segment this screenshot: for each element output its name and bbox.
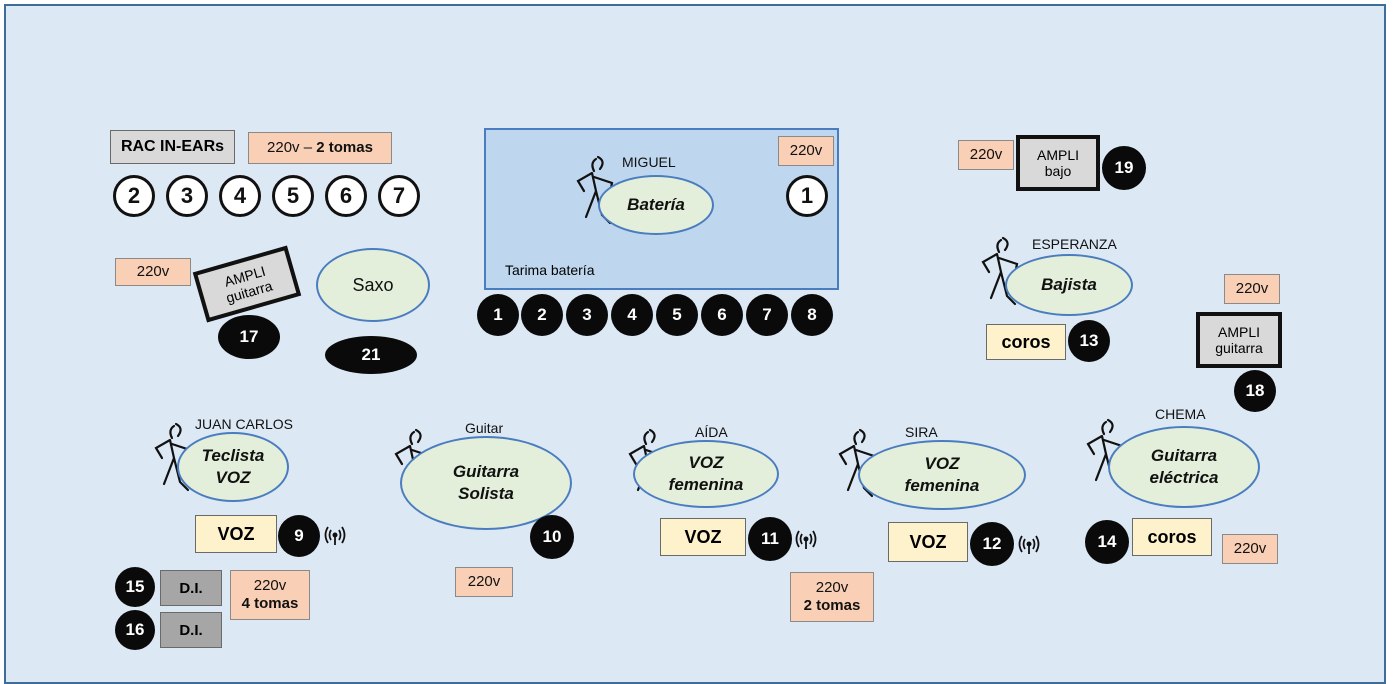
lead-guitar-role-line2: Solista <box>458 484 514 503</box>
lead-guitar-role: Guitarra Solista <box>400 436 572 530</box>
keys-voz-channel: 9 <box>278 515 320 557</box>
drum-channel-5: 5 <box>656 294 698 336</box>
bassist-role-text: Bajista <box>1041 275 1097 294</box>
drum-channel-2: 2 <box>521 294 563 336</box>
drum-channel-4: 4 <box>611 294 653 336</box>
sira-role: VOZ femenina <box>858 440 1026 510</box>
drum-channel-8: 8 <box>791 294 833 336</box>
bass-amp-power-tag: 220v <box>958 140 1014 170</box>
guitar-amp-right-line1: AMPLI <box>1217 324 1260 340</box>
chema-role-line2: eléctrica <box>1149 468 1219 487</box>
power-2-tomas-line1: 220v <box>815 579 849 596</box>
bassist-name: ESPERANZA <box>1032 236 1117 252</box>
rack-power-bold: 2 tomas <box>316 139 373 156</box>
person-figure-icon <box>1086 418 1124 488</box>
di-power-line1: 220v <box>253 577 287 594</box>
drum-channel-7: 7 <box>746 294 788 336</box>
sira-role-line2: femenina <box>904 476 980 495</box>
bass-amp-line2: bajo <box>1044 163 1072 179</box>
lead-guitar-role-line1: Guitarra <box>452 462 520 481</box>
person-figure-icon <box>838 428 876 498</box>
di-box-1: D.I. <box>160 570 222 606</box>
chema-power-tag: 220v <box>1222 534 1278 564</box>
wireless-antenna-icon <box>1016 533 1042 560</box>
lead-guitar-power-tag: 220v <box>455 567 513 597</box>
aida-role: VOZ femenina <box>633 440 779 508</box>
drum-channel-1: 1 <box>477 294 519 336</box>
in-ear-monitor-7: 7 <box>378 175 420 217</box>
person-figure-icon <box>576 155 614 225</box>
di-power-tag: 220v 4 tomas <box>230 570 310 620</box>
guitar-amp-left-power-tag: 220v <box>115 258 191 286</box>
keys-role: Teclista VOZ <box>177 432 289 502</box>
di-channel-15: 15 <box>115 567 155 607</box>
aida-role-line2: femenina <box>668 475 744 494</box>
in-ear-monitor-2: 2 <box>113 175 155 217</box>
bassist-coros-label: coros <box>986 324 1066 360</box>
drum-channel-6: 6 <box>701 294 743 336</box>
bassist-role: Bajista <box>1005 254 1133 316</box>
bass-amp-channel: 19 <box>1102 146 1146 190</box>
chema-name: CHEMA <box>1155 406 1206 422</box>
in-ear-monitor-6: 6 <box>325 175 367 217</box>
aida-voz-channel: 11 <box>748 517 792 561</box>
guitar-amp-left-channel: 17 <box>218 315 280 359</box>
chema-coros-channel: 14 <box>1085 520 1129 564</box>
sax-role-text: Saxo <box>352 275 394 295</box>
person-figure-icon <box>981 236 1019 306</box>
drum-monitor-1: 1 <box>786 175 828 217</box>
drummer-role: Batería <box>598 175 714 235</box>
keys-role-line1: Teclista <box>201 446 265 465</box>
wireless-antenna-icon <box>793 528 819 555</box>
guitar-amp-right-line2: guitarra <box>1215 340 1263 356</box>
keys-role-line2: VOZ <box>215 468 251 487</box>
bassist-coros-channel: 13 <box>1068 320 1110 362</box>
person-figure-icon <box>154 422 192 492</box>
bass-amp-line1: AMPLI <box>1036 147 1079 163</box>
in-ear-monitor-3: 3 <box>166 175 208 217</box>
drummer-role-text: Batería <box>627 195 685 214</box>
drum-power-tag: 220v <box>778 136 834 166</box>
wireless-antenna-icon <box>322 524 348 551</box>
aida-name: AÍDA <box>695 424 728 440</box>
in-ear-monitor-5: 5 <box>272 175 314 217</box>
chema-coros-label: coros <box>1132 518 1212 556</box>
di-channel-16: 16 <box>115 610 155 650</box>
sira-name: SIRA <box>905 424 938 440</box>
power-2-tomas-tag: 220v 2 tomas <box>790 572 874 622</box>
guitar-amp-right-channel: 18 <box>1234 370 1276 412</box>
guitar-amp-right: AMPLI guitarra <box>1196 312 1282 368</box>
bass-amp: AMPLI bajo <box>1016 135 1100 191</box>
drum-riser-label: Tarima batería <box>505 262 595 278</box>
keys-name: JUAN CARLOS <box>195 416 294 432</box>
guitar-amp-right-power-tag: 220v <box>1224 274 1280 304</box>
rack-in-ears-label: RAC IN-EARs <box>110 130 235 164</box>
di-power-line2: 4 tomas <box>241 595 299 612</box>
drummer-name: MIGUEL <box>622 154 676 170</box>
chema-role-line1: Guitarra <box>1150 446 1218 465</box>
sira-role-line1: VOZ <box>924 454 960 473</box>
sax-channel: 21 <box>325 336 417 374</box>
lead-guitar-name: Guitar <box>465 420 504 436</box>
aida-voz-label: VOZ <box>660 518 746 556</box>
lead-guitar-channel: 10 <box>530 515 574 559</box>
aida-role-line1: VOZ <box>688 453 724 472</box>
drum-channel-3: 3 <box>566 294 608 336</box>
power-2-tomas-line2: 2 tomas <box>803 597 861 614</box>
di-box-2: D.I. <box>160 612 222 648</box>
rack-power-prefix: 220v – <box>267 139 313 156</box>
sira-voz-label: VOZ <box>888 522 968 562</box>
in-ear-monitor-4: 4 <box>219 175 261 217</box>
sax-role: Saxo <box>316 248 430 322</box>
keys-voz-label: VOZ <box>195 515 277 553</box>
chema-role: Guitarra eléctrica <box>1108 426 1260 508</box>
rack-power-tag: 220v – 2 tomas <box>248 132 392 164</box>
sira-voz-channel: 12 <box>970 522 1014 566</box>
